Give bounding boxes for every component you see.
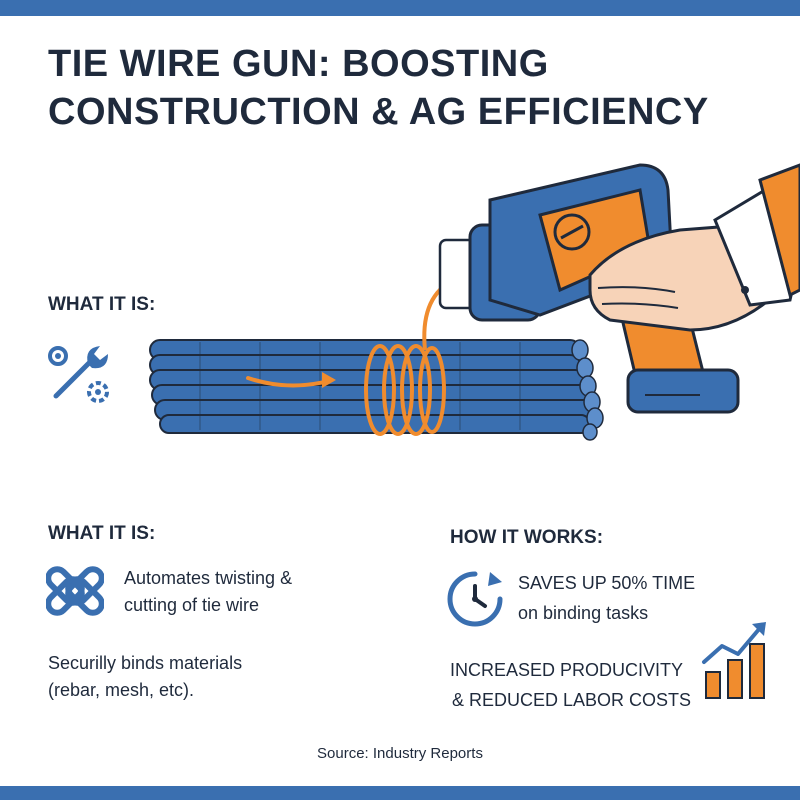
time-line-1: SAVES UP 50% TIME (518, 573, 696, 593)
clock-refresh-icon (447, 571, 503, 627)
top-accent-bar (0, 0, 800, 16)
rebar-bundle-illustration (149, 339, 604, 441)
growth-chart-icon (702, 622, 766, 699)
hand-illustration (588, 163, 800, 332)
title-line-2: CONSTRUCTION & AG EFFICIENCY (48, 91, 709, 133)
what-it-is-label: WHAT IT IS: (48, 523, 156, 544)
time-savings: SAVES UP 50% TIME on binding tasks (518, 568, 695, 628)
interlock-link-icon (46, 566, 104, 616)
feature-description: Automates twisting & cutting of tie wire (124, 565, 292, 619)
hero-illustration (149, 163, 800, 441)
title-line-1: TIE WIRE GUN: BOOSTING (48, 43, 549, 85)
growth-line-1: INCREASED PRODUCIVITY (450, 660, 684, 680)
how-it-works-label: HOW IT WORKS: (450, 527, 604, 548)
source-note: Source: Industry Reports (317, 745, 483, 762)
detail-line-2: (rebar, mesh, etc). (48, 680, 195, 700)
feature-line-2: cutting of tie wire (124, 595, 260, 615)
productivity-benefit: INCREASED PRODUCIVITY & REDUCED LABOR CO… (450, 655, 691, 715)
page-title: TIE WIRE GUN: BOOSTING CONSTRUCTION & AG… (48, 40, 768, 136)
wrench-gear-icon (48, 346, 109, 403)
binding-detail: Securilly binds materials (rebar, mesh, … (48, 650, 242, 704)
bottom-accent-bar (0, 786, 800, 800)
hero-what-it-is-label: WHAT IT IS: (48, 294, 156, 315)
detail-line-1: Securilly binds materials (48, 653, 243, 673)
time-line-2: on binding tasks (518, 603, 649, 623)
growth-line-2: & REDUCED LABOR COSTS (452, 690, 692, 710)
feature-line-1: Automates twisting & (124, 568, 293, 588)
